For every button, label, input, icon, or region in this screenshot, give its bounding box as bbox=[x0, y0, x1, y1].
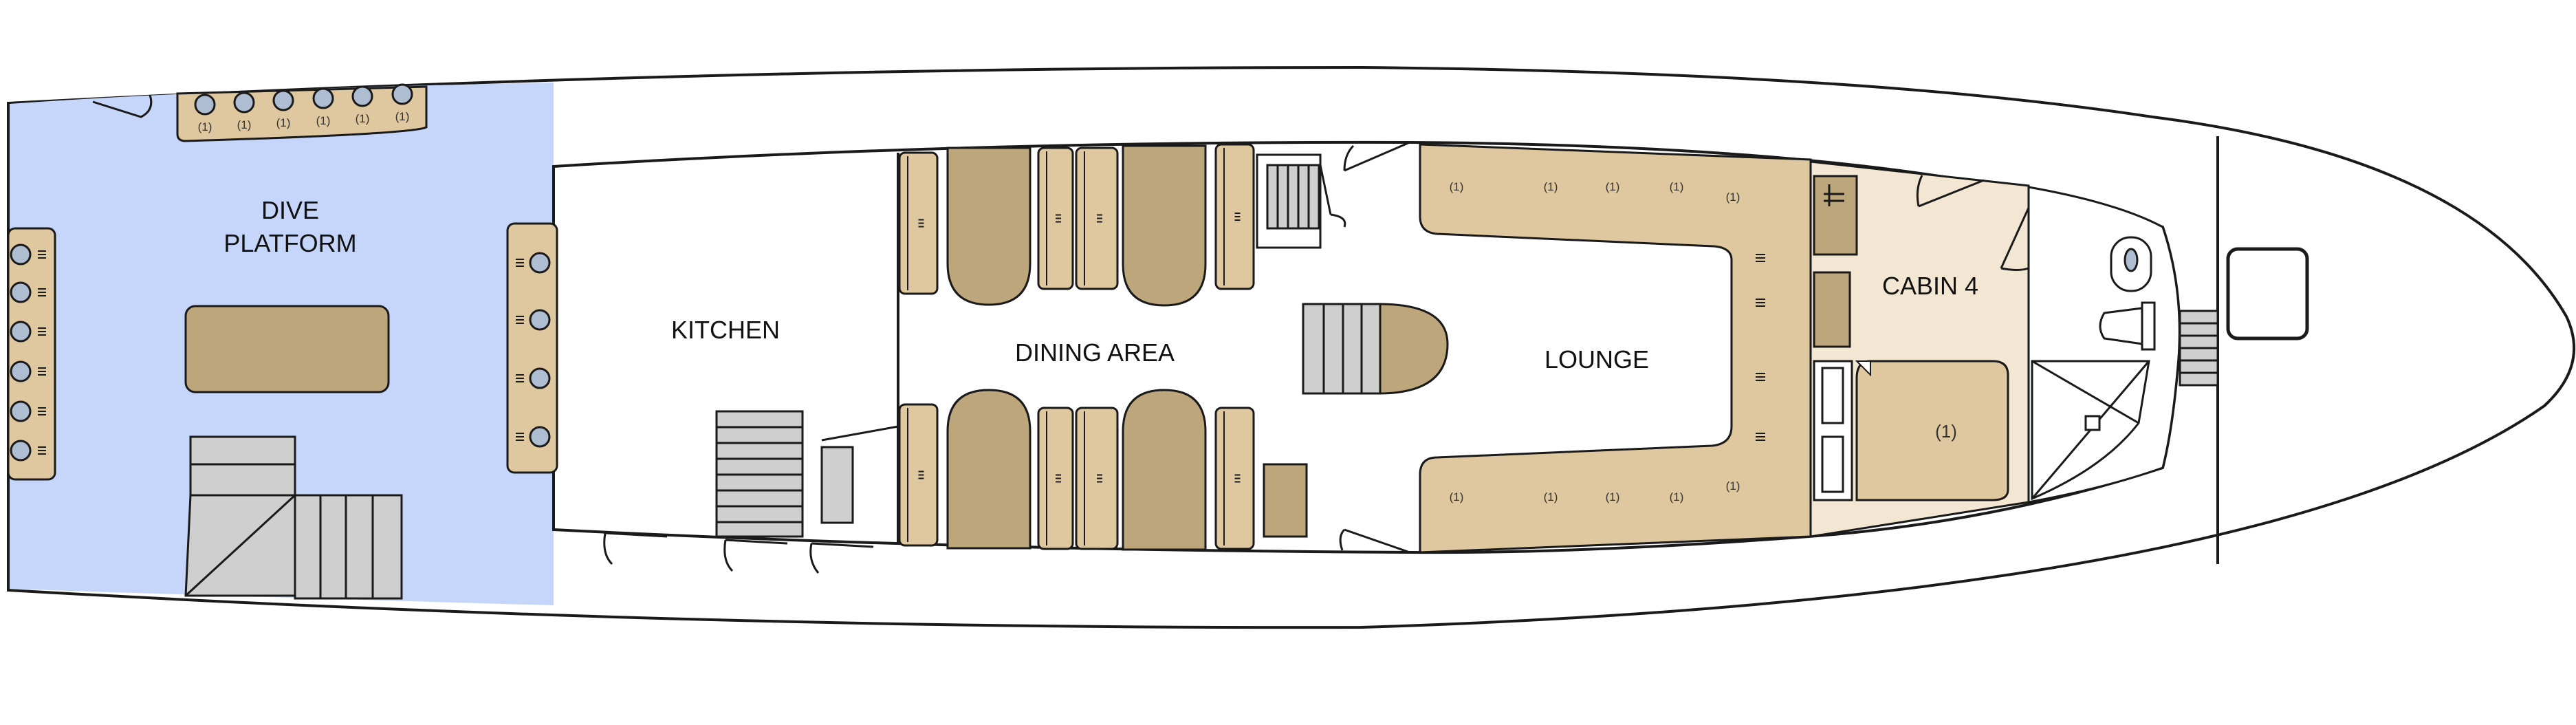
svg-text:(1): (1) bbox=[316, 114, 331, 127]
seat-icon bbox=[516, 367, 551, 389]
seat-icon: (1) bbox=[391, 83, 413, 123]
lounge-seat-mark: (1) bbox=[1450, 180, 1464, 193]
lounge-marks: (1) (1) (1) (1) (1) (1) (1) (1) (1) (1) bbox=[1450, 180, 1765, 504]
seat-icon: (1) bbox=[351, 85, 373, 125]
lounge-seat-mark: (1) bbox=[1726, 479, 1740, 493]
dive-platform-label-line1: DIVE bbox=[261, 196, 319, 224]
dining-stairs-top bbox=[1266, 164, 1320, 230]
lounge-seat-mark: (1) bbox=[1726, 191, 1740, 204]
dining-bench bbox=[1075, 407, 1119, 550]
seat-icon bbox=[10, 360, 46, 382]
top-bench-seats: (1) (1) (1) (1) (1) (1) bbox=[194, 83, 413, 133]
right-bench bbox=[506, 222, 558, 474]
left-bench-seats bbox=[10, 244, 46, 462]
seat-icon bbox=[10, 440, 46, 462]
lounge-seat-mark: (1) bbox=[1544, 180, 1558, 193]
cabin-doors bbox=[1916, 175, 2030, 271]
svg-text:(1): (1) bbox=[395, 110, 410, 123]
dining-door-top bbox=[1319, 164, 1346, 228]
cabin-bed bbox=[1855, 360, 2009, 501]
dining-bench bbox=[1075, 147, 1119, 290]
seat-icon: (1) bbox=[233, 91, 255, 131]
cabin-cabinet bbox=[1813, 271, 1851, 348]
shower-drain bbox=[2031, 360, 2150, 501]
seat-icon bbox=[10, 281, 46, 303]
dive-platform-stairs bbox=[184, 435, 403, 600]
kitchen-stairs bbox=[715, 410, 804, 538]
dining-table bbox=[946, 389, 1032, 550]
cabin-shelf bbox=[1813, 175, 1858, 256]
top-bench bbox=[176, 85, 428, 142]
dining-area-label: DINING AREA bbox=[1015, 338, 1175, 367]
dining-table bbox=[1122, 144, 1207, 307]
svg-text:(1): (1) bbox=[356, 112, 370, 125]
seat-icon bbox=[10, 244, 46, 266]
dive-table bbox=[184, 305, 390, 393]
lounge-seat-mark: (1) bbox=[1670, 490, 1684, 504]
lounge-doors bbox=[1339, 141, 1410, 554]
cabin-bed-pillow bbox=[1855, 360, 1871, 377]
dining-furniture bbox=[898, 143, 1255, 551]
kitchen-partition bbox=[821, 425, 899, 442]
dive-platform-door bbox=[92, 94, 153, 118]
cabin-4-label: CABIN 4 bbox=[1882, 272, 1978, 300]
central-stairs bbox=[1302, 303, 1449, 395]
dining-table bbox=[946, 147, 1032, 306]
seat-icon bbox=[516, 426, 551, 448]
dining-bench bbox=[1214, 407, 1255, 550]
seat-icon: (1) bbox=[312, 87, 334, 127]
lounge-seat-mark: (1) bbox=[1670, 180, 1684, 193]
dining-table bbox=[1122, 389, 1207, 551]
lounge-seat-mark bbox=[1756, 299, 1765, 307]
dining-side-table bbox=[1263, 463, 1308, 538]
seat-icon bbox=[10, 400, 46, 422]
toilet-icon bbox=[2124, 248, 2139, 272]
cabin-drawer-2 bbox=[1821, 435, 1844, 493]
lounge-seating bbox=[1419, 143, 1812, 554]
svg-text:(1): (1) bbox=[237, 118, 252, 131]
dining-bench bbox=[898, 151, 939, 295]
dining-bench bbox=[1037, 147, 1074, 290]
seat-icon bbox=[10, 321, 46, 343]
seat-icon: (1) bbox=[194, 94, 216, 133]
bathroom-outline bbox=[2027, 186, 2181, 504]
cabin-drawer-1 bbox=[1821, 367, 1844, 424]
kitchen-ladder bbox=[820, 446, 854, 524]
lounge-seat-mark: (1) bbox=[1606, 180, 1620, 193]
lounge-seat-mark bbox=[1756, 254, 1765, 262]
cabin-shelf-lines bbox=[1824, 184, 1844, 206]
forward-hatch bbox=[2226, 247, 2309, 340]
dining-bench bbox=[1037, 407, 1074, 550]
bow-stairs bbox=[2179, 310, 2219, 387]
kitchen-doors bbox=[603, 532, 874, 574]
lounge-seat-mark: (1) bbox=[1606, 490, 1620, 504]
lounge-seat-mark: (1) bbox=[1450, 490, 1464, 504]
lounge-seat-mark bbox=[1756, 433, 1765, 441]
seat-icon bbox=[516, 252, 551, 274]
lounge-seat-mark: (1) bbox=[1544, 490, 1558, 504]
svg-text:(1): (1) bbox=[198, 120, 212, 133]
lounge-seat-mark bbox=[1756, 373, 1765, 381]
bed-capacity-mark: (1) bbox=[1935, 421, 1957, 442]
seat-icon bbox=[516, 309, 551, 331]
lounge-label: LOUNGE bbox=[1544, 345, 1649, 374]
dining-bench bbox=[1214, 143, 1255, 290]
right-bench-seats bbox=[516, 252, 551, 448]
sink-icon bbox=[2099, 301, 2156, 351]
dining-bench bbox=[898, 403, 939, 547]
dive-platform-label-line2: PLATFORM bbox=[223, 229, 356, 257]
svg-text:(1): (1) bbox=[276, 116, 291, 129]
kitchen-label: KITCHEN bbox=[671, 316, 780, 344]
seat-icon: (1) bbox=[272, 89, 294, 129]
